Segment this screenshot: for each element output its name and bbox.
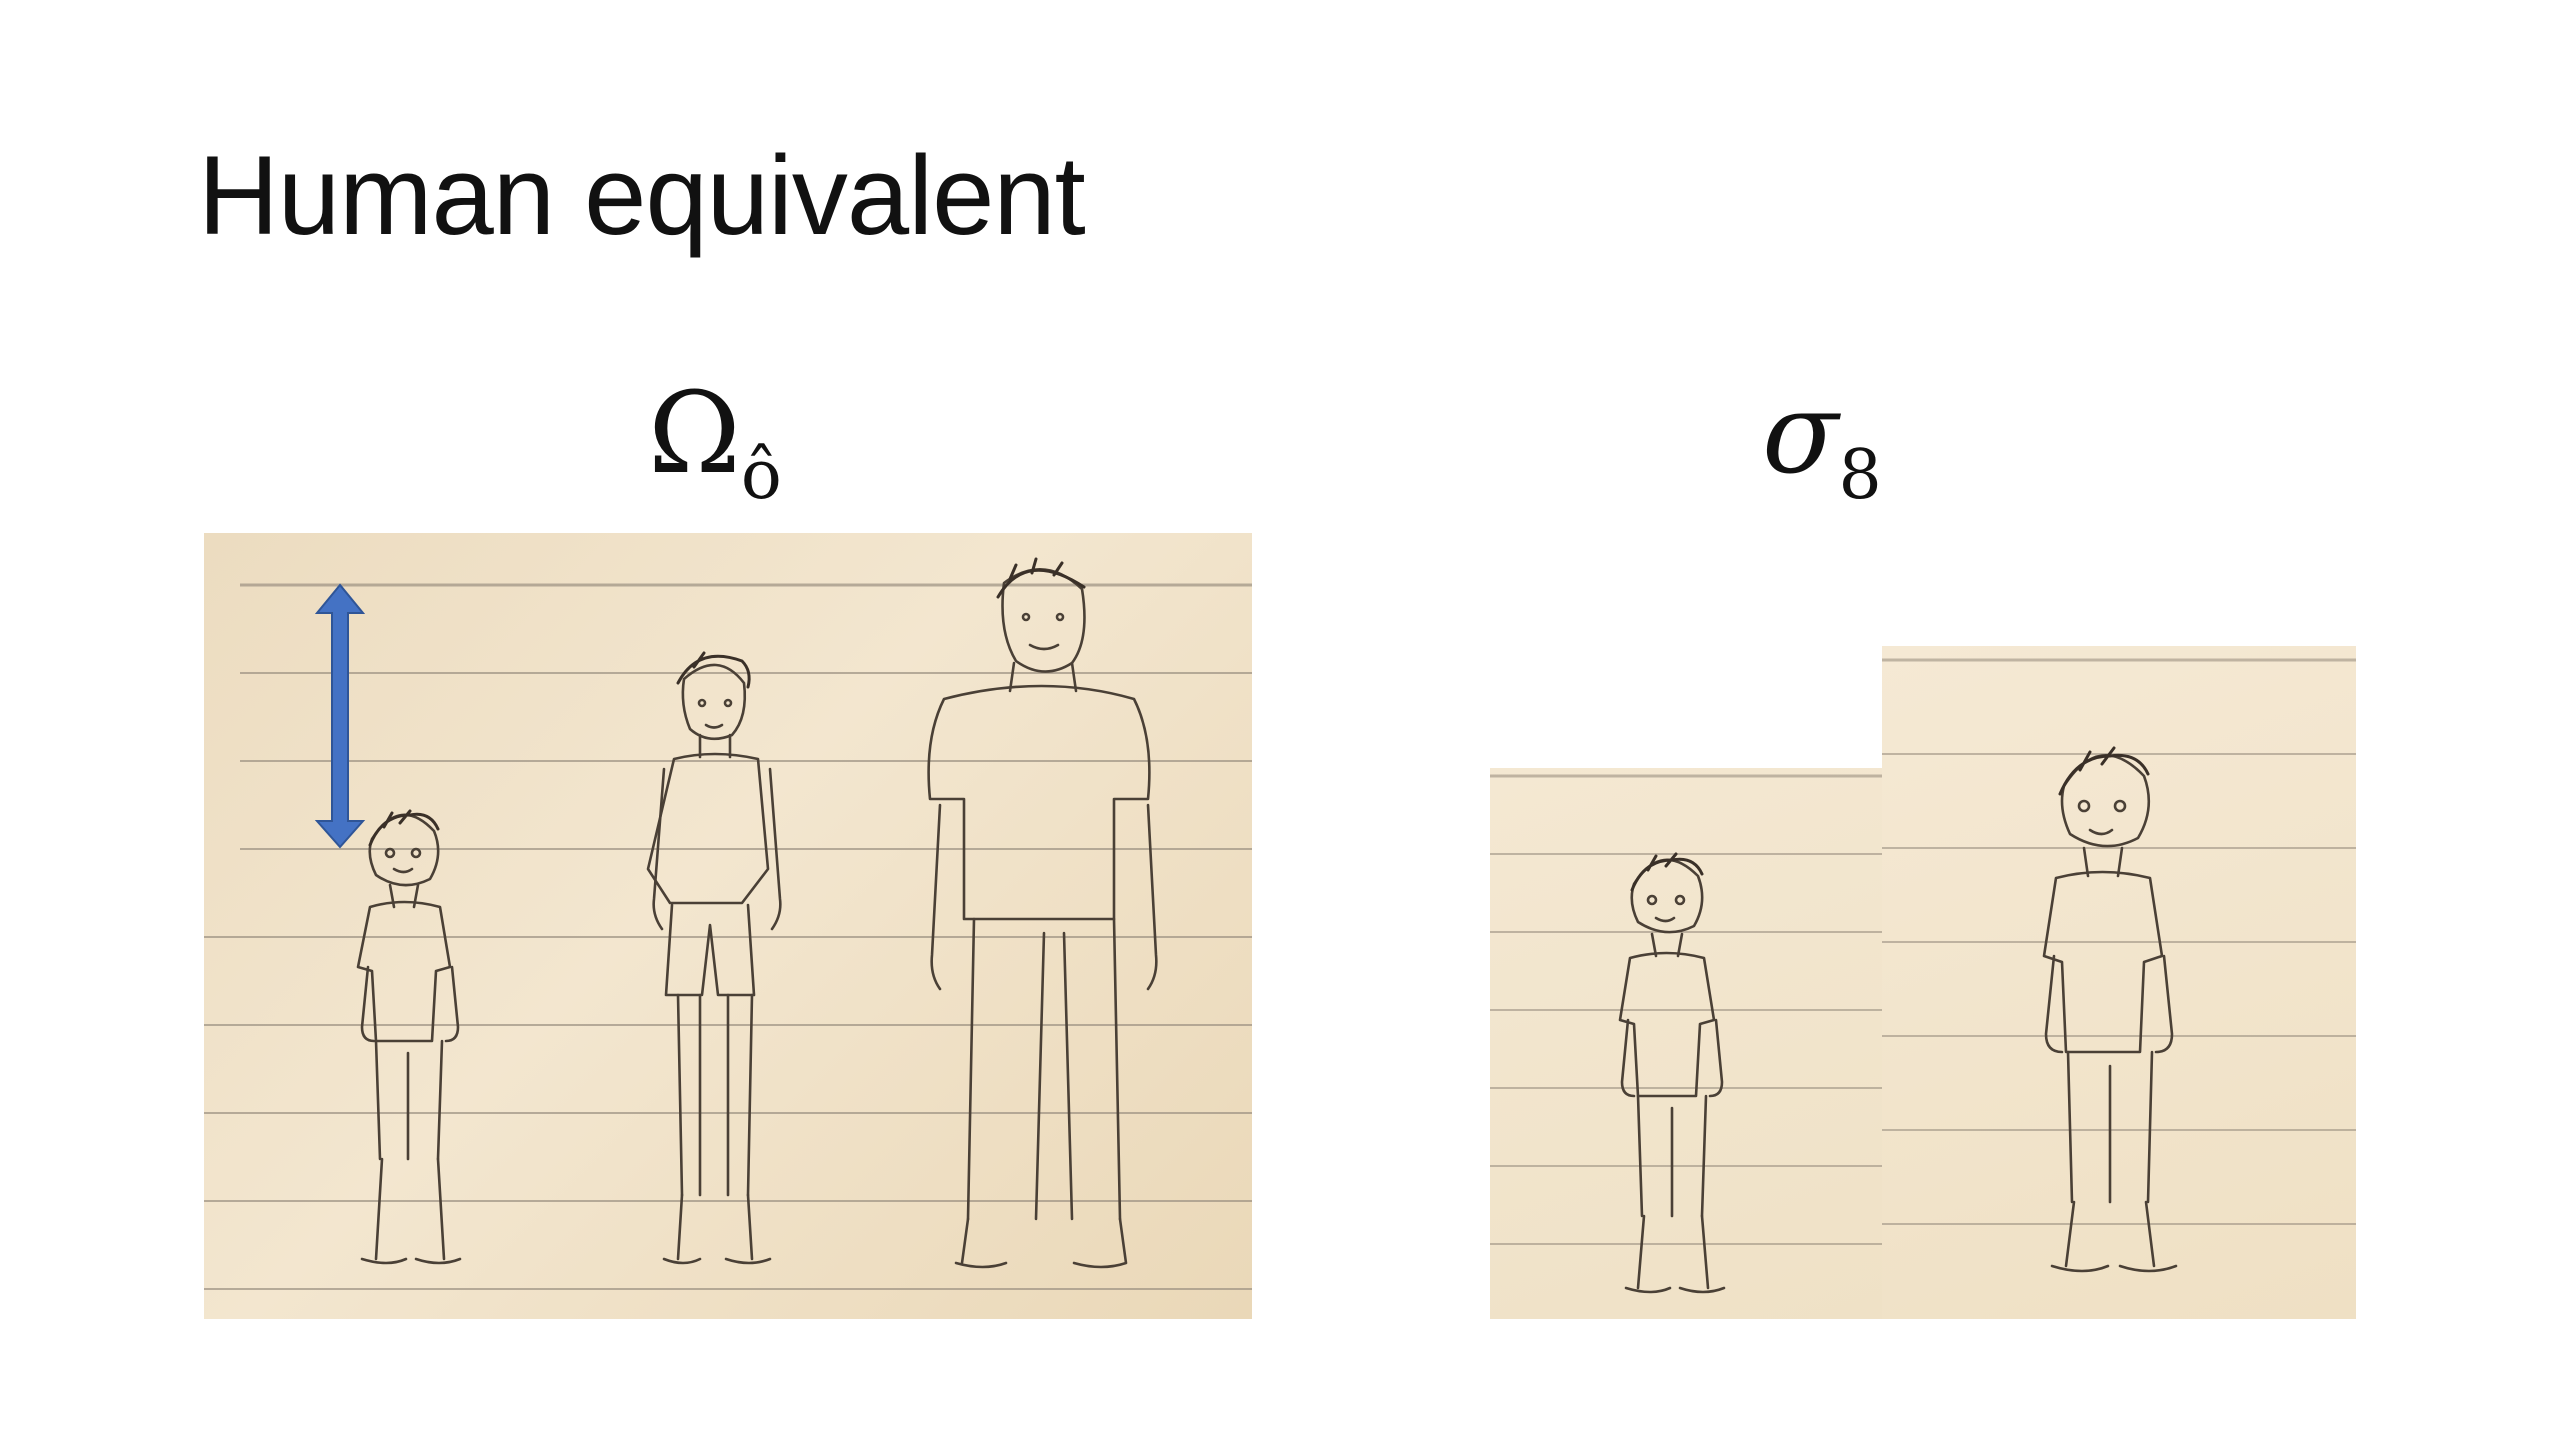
double-arrow-icon — [314, 583, 366, 849]
teen-figure — [646, 651, 782, 1265]
small-boy-image — [1490, 768, 1882, 1319]
sigma-symbol-label: σ8 — [1762, 378, 1882, 510]
ruled-lines — [1882, 658, 2356, 1225]
sigma-subscript: 8 — [1838, 436, 1882, 515]
enlarged-boy-sketch — [1882, 658, 2356, 1273]
sigma-base: σ — [1762, 369, 1839, 499]
ruled-lines — [1490, 774, 1882, 1245]
small-boy-figure — [1618, 852, 1726, 1294]
small-boy-figure — [356, 809, 462, 1265]
small-boy-sketch — [1490, 774, 1882, 1294]
height-comparison-sketch — [204, 557, 1252, 1290]
omega-base: Ω — [648, 369, 741, 499]
omega-symbol-label: Ωô — [648, 378, 782, 510]
slide-title: Human equivalent — [198, 133, 1086, 258]
adult-man-figure — [927, 557, 1158, 1269]
height-comparison-image — [204, 533, 1252, 1319]
enlarged-boy-image — [1882, 646, 2356, 1319]
omega-subscript: ô — [740, 436, 782, 515]
enlarged-boy-figure — [2042, 746, 2178, 1273]
